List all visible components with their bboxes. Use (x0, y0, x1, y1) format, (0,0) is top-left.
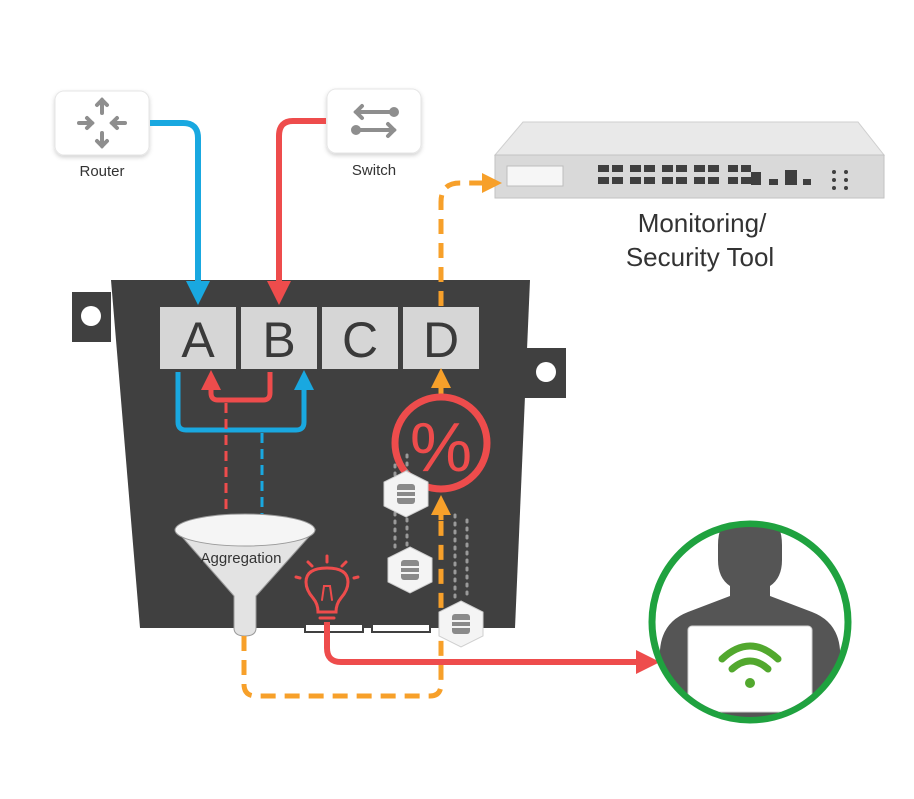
port-row: A B C D (158, 305, 481, 371)
port-b-label: B (262, 312, 295, 368)
mount-hole-left (81, 306, 101, 326)
blue-internal-loop (175, 370, 314, 433)
database-icon (438, 600, 484, 648)
port-a-label: A (181, 312, 215, 368)
appliance-ports (598, 165, 848, 190)
port-c-label: C (342, 312, 378, 368)
user-icon (648, 520, 852, 724)
port-c (320, 305, 400, 371)
switch-icon (351, 104, 399, 138)
red-internal-loop (201, 370, 273, 403)
mount-hole-right (536, 362, 556, 382)
switch-node: Switch (326, 88, 422, 179)
tool-label-line2: Security Tool (626, 242, 774, 272)
router-icon (77, 97, 127, 149)
funnel-icon: Aggregation (174, 513, 317, 637)
port-d (401, 305, 481, 371)
orange-dashed-return (241, 520, 444, 699)
router-flow-line (150, 120, 210, 305)
security-tool-appliance: Monitoring/ Security Tool (493, 121, 886, 272)
percent-filter: % (391, 393, 491, 493)
router-label: Router (79, 163, 124, 180)
port-a (158, 305, 238, 371)
port-d-label: D (423, 312, 459, 368)
switch-flow-line (267, 118, 326, 305)
percent-symbol: % (410, 408, 472, 486)
tool-label-line1: Monitoring/ (638, 208, 767, 238)
lightbulb-icon (294, 554, 360, 620)
port-b (239, 305, 319, 371)
aggregation-label: Aggregation (201, 550, 282, 567)
database-icon (383, 470, 429, 518)
database-icon (387, 546, 433, 594)
red-flow-to-user (324, 622, 660, 674)
orange-dashed-to-tool (438, 173, 502, 306)
wifi-icon (718, 642, 782, 688)
switch-label: Switch (352, 162, 396, 179)
router-node: Router (54, 90, 150, 180)
